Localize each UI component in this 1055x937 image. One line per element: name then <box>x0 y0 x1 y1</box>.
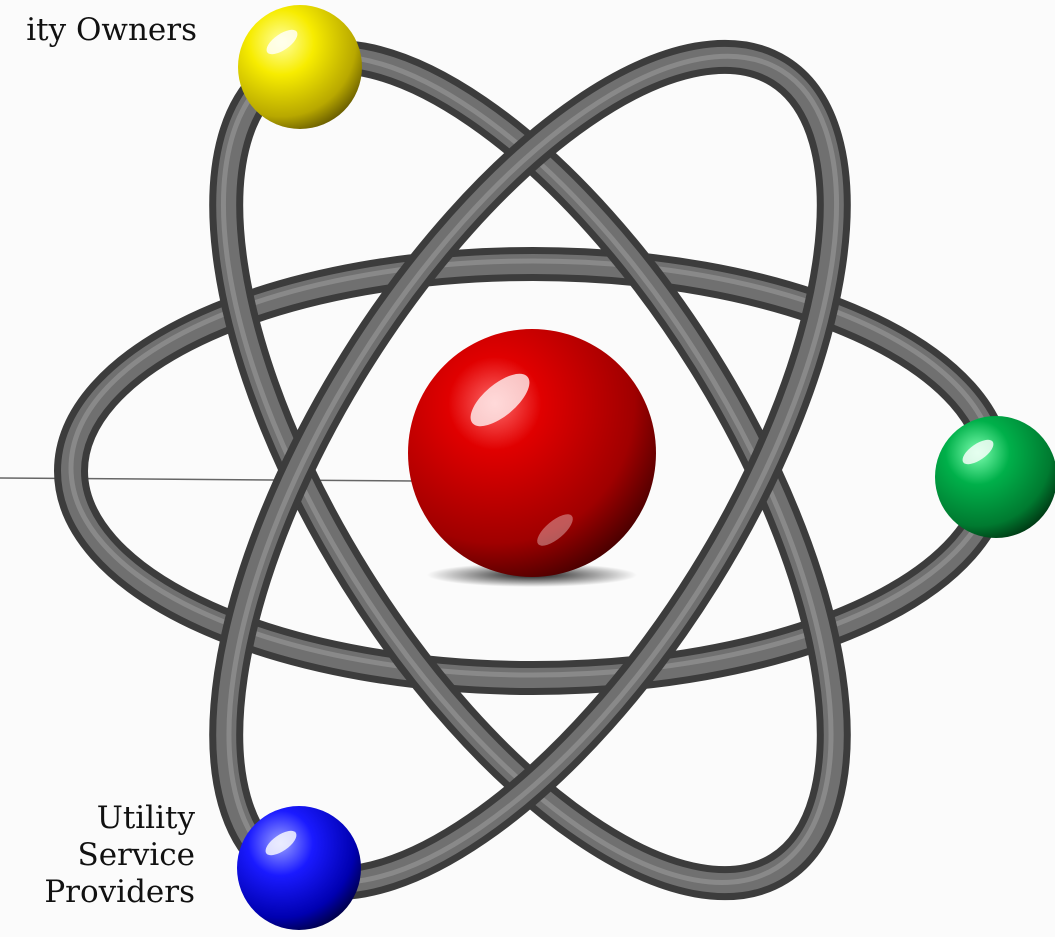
electron-yellow <box>238 5 362 129</box>
label-utility-service-providers: Utility Service Providers <box>44 800 195 911</box>
electron-blue <box>237 806 361 930</box>
nucleus-sphere <box>408 329 656 577</box>
label-owners: ity Owners <box>26 12 197 49</box>
electron-green <box>935 416 1055 538</box>
